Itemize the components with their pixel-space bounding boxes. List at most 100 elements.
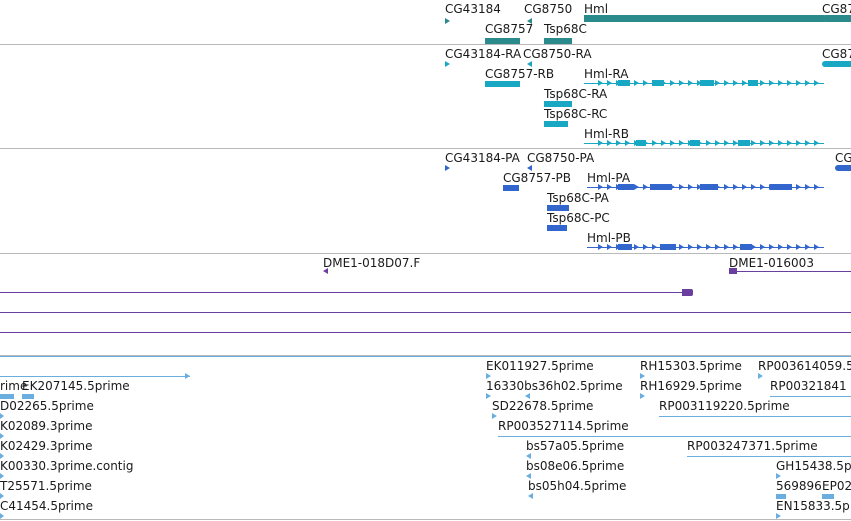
hml-pb-exon[interactable] (660, 244, 676, 250)
hml-ra-exon[interactable] (607, 80, 612, 86)
gene-label-cg43184[interactable]: CG43184 (445, 2, 501, 16)
protein-label-cg8750-pa[interactable]: CG8750-PA (527, 151, 595, 165)
hml-pa-exon[interactable] (618, 184, 634, 190)
est-glyph-bs36h02[interactable] (486, 393, 491, 399)
hml-ra-exon[interactable] (643, 80, 648, 86)
transcript-glyph-cg8750-ra[interactable] (527, 61, 532, 67)
est-glyph-t25571[interactable] (0, 493, 4, 499)
hml-rb-exon[interactable] (636, 140, 646, 146)
hml-pb-exon[interactable] (643, 244, 648, 250)
hml-ra-exon[interactable] (715, 80, 720, 86)
est-arrow[interactable] (185, 373, 190, 379)
clone-label-dme1-016003[interactable]: DME1-016003 (729, 256, 814, 270)
hml-pa-exon[interactable] (607, 184, 612, 190)
hml-pb-exon[interactable] (607, 244, 612, 250)
gene-glyph-tsp68c[interactable] (544, 38, 572, 44)
est-label-en15833[interactable]: EN15833.5p (776, 499, 850, 513)
est-label-prime-cut[interactable]: rime (0, 379, 28, 393)
hml-pb-exon[interactable] (760, 244, 765, 250)
protein-glyph-cg-cut[interactable] (835, 165, 851, 171)
hml-rb-exon[interactable] (751, 140, 756, 146)
hml-rb-exon[interactable] (607, 140, 612, 146)
transcript-label-tsp68c-ra[interactable]: Tsp68C-RA (544, 87, 608, 101)
est-label-rp00321841[interactable]: RP00321841 (770, 379, 847, 393)
hml-rb-exon[interactable] (616, 140, 621, 146)
hml-pa-exon[interactable] (700, 184, 718, 190)
transcript-label-hml-ra[interactable]: Hml-RA (584, 67, 629, 81)
hml-pa-exon[interactable] (650, 184, 672, 190)
hml-pb-exon[interactable] (796, 244, 801, 250)
hml-pb-exon[interactable] (751, 244, 756, 250)
hml-ra-exon[interactable] (634, 80, 639, 86)
hml-pb-exon[interactable] (618, 244, 632, 250)
hml-pa-exon[interactable] (805, 184, 810, 190)
hml-rb-exon[interactable] (661, 140, 666, 146)
est-glyph-bs57a05[interactable] (526, 453, 531, 459)
gene-glyph-cg8757[interactable] (485, 38, 520, 44)
est-label-rp003527114[interactable]: RP003527114.5prime (498, 419, 629, 433)
est-glyph-rp003614059[interactable] (758, 373, 763, 379)
transcript-label-cg43184-ra[interactable]: CG43184-RA (445, 47, 522, 61)
est-glyph-gh15438[interactable] (776, 473, 781, 479)
est-glyph-k02429[interactable] (0, 453, 4, 459)
est-label-t25571[interactable]: T25571.5prime (0, 479, 92, 493)
clone-line-dme1-016003[interactable] (737, 271, 851, 272)
protein-glyph-cg43184-pa[interactable] (445, 165, 450, 171)
gene-glyph-hml[interactable] (584, 15, 824, 22)
hml-pb-exon[interactable] (814, 244, 819, 250)
hml-rb-exon[interactable] (760, 140, 765, 146)
hml-ra-exon[interactable] (796, 80, 801, 86)
est-glyph-c41454[interactable] (0, 513, 4, 519)
hml-pb-exon[interactable] (598, 244, 603, 250)
hml-pb-exon[interactable] (787, 244, 792, 250)
protein-label-cg8757-pb[interactable]: CG8757-PB (503, 171, 572, 185)
hml-rb-exon[interactable] (706, 140, 711, 146)
hml-ra-exon[interactable] (733, 80, 738, 86)
hml-rb-exon[interactable] (652, 140, 657, 146)
hml-pa-exon[interactable] (742, 184, 747, 190)
hml-ra-exon[interactable] (688, 80, 693, 86)
hml-pa-exon[interactable] (688, 184, 693, 190)
est-line-rp003247371[interactable] (687, 456, 851, 457)
est-line-rp003119220[interactable] (659, 416, 851, 417)
clone-label-dme1-018d07[interactable]: DME1-018D07.F (323, 256, 421, 270)
transcript-glyph-cg87-cut[interactable] (822, 61, 851, 67)
est-glyph-d02265[interactable] (0, 413, 4, 419)
gene-glyph-cg8750[interactable] (527, 18, 532, 24)
hml-pa-exon[interactable] (643, 184, 648, 190)
est-glyph-bs05h04[interactable] (528, 493, 533, 499)
gene-label-hml[interactable]: Hml (584, 2, 609, 16)
hml-ra-exon[interactable] (697, 80, 702, 86)
hml-pb-exon[interactable] (634, 244, 639, 250)
hml-rb-exon[interactable] (733, 140, 738, 146)
est-label-569896[interactable]: 569896 (776, 479, 822, 493)
hml-pa-exon[interactable] (598, 184, 603, 190)
hml-rb-exon[interactable] (625, 140, 630, 146)
hml-ra-exon[interactable] (598, 80, 603, 86)
hml-pb-exon[interactable] (697, 244, 702, 250)
hml-ra-exon[interactable] (700, 80, 714, 86)
hml-ra-exon[interactable] (670, 80, 675, 86)
hml-ra-exon[interactable] (748, 80, 758, 86)
est-label-rp003247371[interactable]: RP003247371.5prime (687, 439, 818, 453)
hml-rb-exon[interactable] (769, 140, 774, 146)
transcript-glyph-tsp68c-ra[interactable] (544, 101, 572, 107)
transcript-glyph-tsp68c-rc[interactable] (544, 121, 568, 127)
gene-label-tsp68c[interactable]: Tsp68C (544, 22, 587, 36)
hml-ra-exon[interactable] (760, 80, 765, 86)
hml-pa-exon[interactable] (634, 184, 639, 190)
transcript-glyph-hml-rb[interactable] (584, 143, 824, 144)
hml-pb-exon[interactable] (679, 244, 684, 250)
est-glyph-sd22678[interactable] (492, 413, 497, 419)
transcript-label-cg8750-ra[interactable]: CG8750-RA (523, 47, 592, 61)
protein-glyph-tsp68c-pa[interactable] (547, 205, 569, 211)
hml-rb-exon[interactable] (805, 140, 810, 146)
est-label-bs57a05[interactable]: bs57a05.5prime (526, 439, 625, 453)
hml-rb-exon[interactable] (778, 140, 783, 146)
hml-pb-exon[interactable] (724, 244, 729, 250)
clone-glyph-dme1-016003[interactable] (729, 268, 737, 274)
hml-pb-exon[interactable] (778, 244, 783, 250)
transcript-label-cg8757-rb[interactable]: CG8757-RB (485, 67, 555, 81)
est-label-bs08e06[interactable]: bs08e06.5prime (526, 459, 625, 473)
